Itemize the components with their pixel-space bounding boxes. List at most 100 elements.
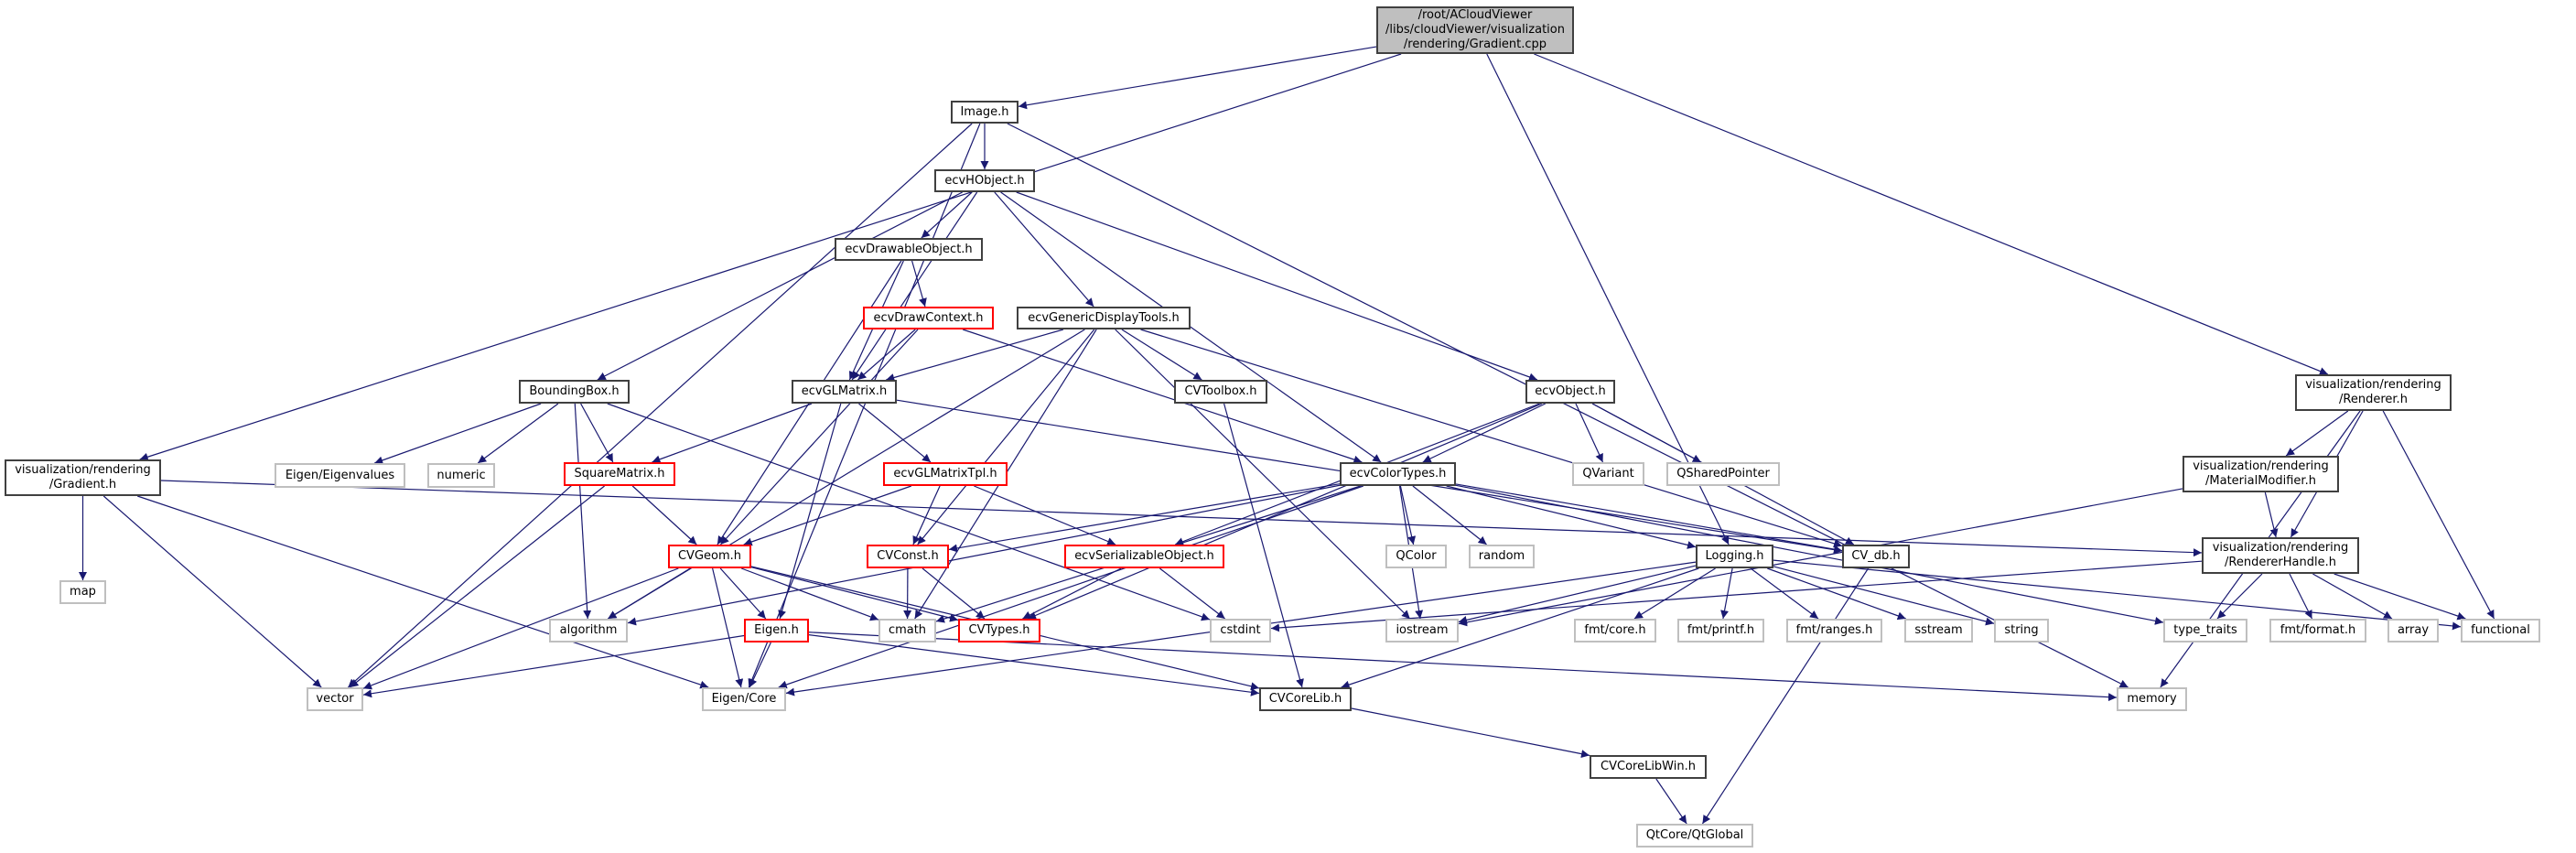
node-cstdint: cstdint bbox=[1210, 619, 1271, 642]
edge-ecvobject-to-qvariant bbox=[1575, 403, 1604, 463]
edge-bbox-to-numeric bbox=[477, 403, 559, 464]
edge-logging-to-cvcorelib bbox=[1341, 567, 1699, 689]
edge-generic-to-cvdb bbox=[1140, 329, 1843, 548]
edge-logging-to-fmtranges bbox=[1750, 567, 1819, 620]
node-logging-h[interactable]: Logging.h bbox=[1696, 545, 1773, 568]
edge-drawcontext-to-cvgeom bbox=[719, 329, 919, 545]
edge-cvdb-to-qtglobal bbox=[1701, 567, 1870, 825]
node-renderer-h[interactable]: visualization/rendering /Renderer.h bbox=[2295, 374, 2452, 411]
edge-root-to-gradient_h bbox=[139, 53, 1402, 461]
node-qsharedpointer: QSharedPointer bbox=[1666, 462, 1780, 486]
edge-drawable-to-drawcontext bbox=[911, 260, 927, 308]
node-iostream: iostream bbox=[1385, 619, 1459, 642]
edge-hobject-to-generic bbox=[994, 191, 1094, 308]
node-string: string bbox=[1994, 619, 2049, 642]
node-image-h[interactable]: Image.h bbox=[951, 101, 1019, 124]
edge-bbox-to-cstdint bbox=[607, 403, 1211, 621]
node-ecvdrawableobject-h[interactable]: ecvDrawableObject.h bbox=[835, 238, 983, 261]
edge-generic-to-cvtoolbox bbox=[1121, 329, 1202, 381]
edge-rendererhandle-to-functional bbox=[2333, 573, 2466, 621]
edge-renderer-to-functional bbox=[2382, 410, 2495, 620]
edge-hobject-to-ecvobject bbox=[1016, 191, 1538, 382]
node-array: array bbox=[2387, 619, 2439, 642]
node-map: map bbox=[59, 580, 106, 604]
edge-cvtoolbox-to-cvcorelib bbox=[1223, 403, 1304, 688]
node-fmt-printf-h: fmt/printf.h bbox=[1677, 619, 1764, 642]
edge-glmatrixtpl-to-serializable bbox=[974, 485, 1116, 545]
edge-squarematrix-to-cvgeom bbox=[631, 485, 697, 545]
edge-generic-to-glmatrix bbox=[886, 329, 1064, 382]
edge-colortypes-to-cvconst bbox=[948, 483, 1341, 553]
edge-colortypes-to-qcolor bbox=[1399, 485, 1417, 545]
edge-colortypes-to-random bbox=[1412, 485, 1487, 545]
node-cvcorelibwin-h[interactable]: CVCoreLibWin.h bbox=[1590, 755, 1707, 779]
edge-colortypes-to-logging bbox=[1446, 485, 1697, 549]
node-cvconst-h[interactable]: CVConst.h bbox=[867, 545, 949, 568]
node-ecvgenericdisplaytools-h[interactable]: ecvGenericDisplayTools.h bbox=[1017, 307, 1191, 329]
edge-rendererhandle-to-array bbox=[2312, 573, 2393, 620]
node-boundingbox-h[interactable]: BoundingBox.h bbox=[519, 380, 630, 404]
node-cv-db-h[interactable]: CV_db.h bbox=[1842, 545, 1910, 568]
node-cmath: cmath bbox=[878, 619, 936, 642]
edge-drawcontext-to-glmatrix bbox=[857, 329, 916, 381]
edge-cvgeom-to-eigencore bbox=[712, 567, 744, 688]
edge-cvconst-to-cvtypes bbox=[922, 567, 986, 620]
edge-eigen-to-cvcorelib bbox=[808, 634, 1260, 696]
edge-colortypes-to-typetraits bbox=[1455, 484, 2164, 625]
node-ecvcolortypes-h[interactable]: ecvColorTypes.h bbox=[1340, 462, 1456, 486]
node-memory: memory bbox=[2117, 687, 2187, 711]
edge-bbox-to-squarematrix bbox=[580, 403, 614, 463]
node-gradient-h[interactable]: visualization/rendering /Gradient.h bbox=[5, 459, 161, 496]
edge-ecvobject-to-cvtypes bbox=[1027, 403, 1543, 620]
node-squarematrix-h[interactable]: SquareMatrix.h bbox=[564, 462, 675, 486]
edge-cvcorelib-to-cvcorelibwin bbox=[1351, 707, 1590, 759]
node-ecvdrawcontext-h[interactable]: ecvDrawContext.h bbox=[863, 307, 994, 329]
edge-cvgeom-to-cvtypes bbox=[750, 567, 959, 622]
node-cvtypes-h[interactable]: CVTypes.h bbox=[958, 619, 1040, 642]
edge-ecvobject-to-colortypes bbox=[1422, 403, 1547, 463]
edge-colortypes-to-eigencore bbox=[778, 485, 1363, 689]
node-rendererhandle-h[interactable]: visualization/rendering /RendererHandle.… bbox=[2202, 537, 2359, 574]
node-cvcorelib-h[interactable]: CVCoreLib.h bbox=[1259, 687, 1352, 711]
edge-cvgeom-to-eigen bbox=[719, 567, 767, 620]
edge-rendererhandle-to-cstdint bbox=[1270, 560, 2203, 632]
edge-rendererhandle-to-typetraits bbox=[2216, 573, 2263, 620]
edge-logging-to-string bbox=[1773, 566, 1995, 626]
edge-logging-to-sstream bbox=[1767, 567, 1906, 621]
node-eigen-eigenvalues: Eigen/Eigenvalues bbox=[275, 463, 405, 488]
edge-gradient_h-to-vector bbox=[102, 495, 322, 688]
node-fmt-format-h: fmt/format.h bbox=[2269, 619, 2366, 642]
edge-hobject-to-drawable bbox=[921, 191, 973, 239]
edge-glmatrix-to-squarematrix bbox=[652, 403, 813, 464]
node-cvtoolbox-h[interactable]: CVToolbox.h bbox=[1174, 380, 1267, 404]
node-ecvglmatrixtpl-h[interactable]: ecvGLMatrixTpl.h bbox=[883, 462, 1008, 486]
node-ecvhobject-h[interactable]: ecvHObject.h bbox=[934, 169, 1035, 192]
node-random: random bbox=[1469, 545, 1535, 568]
node-ecvserializableobject-h[interactable]: ecvSerializableObject.h bbox=[1064, 545, 1224, 568]
edge-materialmodifier-to-rendererhandle bbox=[2264, 491, 2279, 538]
node-cvgeom-h[interactable]: CVGeom.h bbox=[668, 545, 751, 568]
edge-hobject-to-bbox bbox=[597, 191, 963, 381]
edge-rendererhandle-to-fmtformat bbox=[2289, 573, 2313, 620]
edge-image-to-vector bbox=[347, 123, 973, 688]
node-type-traits: type_traits bbox=[2163, 619, 2247, 642]
node-fmt-core-h: fmt/core.h bbox=[1574, 619, 1656, 642]
root-file-node[interactable]: /root/ACloudViewer /libs/cloudViewer/vis… bbox=[1376, 6, 1574, 54]
edge-eigen-to-eigencore bbox=[749, 642, 771, 688]
node-ecvobject-h[interactable]: ecvObject.h bbox=[1525, 380, 1615, 404]
edge-cvcorelibwin-to-qtglobal bbox=[1655, 778, 1687, 825]
node-ecvglmatrix-h[interactable]: ecvGLMatrix.h bbox=[792, 380, 897, 404]
edge-squarematrix-to-vector bbox=[350, 485, 605, 688]
node-algorithm: algorithm bbox=[549, 619, 628, 642]
edge-logging-to-fmtcore bbox=[1633, 567, 1716, 620]
edge-generic-to-cvconst bbox=[917, 329, 1095, 545]
edge-colortypes-to-cvdb bbox=[1455, 483, 1843, 554]
node-materialmodifier-h[interactable]: visualization/rendering /MaterialModifie… bbox=[2183, 456, 2339, 492]
edge-root-to-image bbox=[1018, 46, 1377, 110]
edge-serializable-to-cstdint bbox=[1159, 567, 1226, 620]
node-numeric: numeric bbox=[427, 463, 495, 488]
edge-drawcontext-to-colortypes bbox=[962, 329, 1363, 464]
node-eigen-h[interactable]: Eigen.h bbox=[744, 619, 809, 642]
node-eigen-core: Eigen/Core bbox=[702, 687, 786, 711]
